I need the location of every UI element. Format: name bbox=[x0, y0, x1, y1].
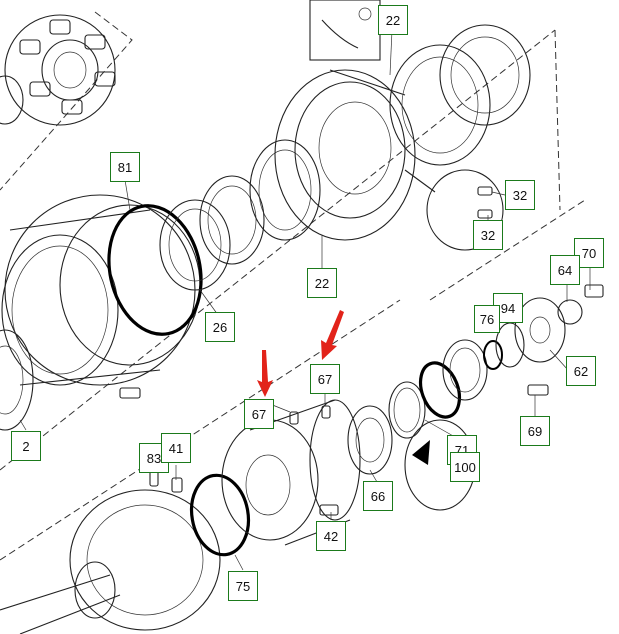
assembly-boundary-lines bbox=[0, 11, 586, 561]
snap-ring-detail bbox=[309, 0, 381, 61]
plug-70 bbox=[557, 284, 604, 325]
o-ring-black bbox=[418, 361, 462, 419]
part-label-41: 41 bbox=[161, 433, 191, 463]
bolt-detail bbox=[404, 169, 504, 251]
part-label-66: 66 bbox=[363, 481, 393, 511]
part-label-32-upper: 32 bbox=[505, 180, 535, 210]
bearing-rings bbox=[199, 139, 321, 265]
part-label-81: 81 bbox=[110, 152, 140, 182]
part-label-67-right: 67 bbox=[310, 364, 340, 394]
cover-62 bbox=[514, 297, 566, 363]
part-label-64: 64 bbox=[550, 255, 580, 285]
cover-plate bbox=[442, 339, 488, 401]
part-label-42: 42 bbox=[316, 521, 346, 551]
sun-gear-2 bbox=[0, 329, 34, 431]
planet-carrier-detail bbox=[0, 14, 116, 126]
seal-ring-26 bbox=[159, 199, 231, 291]
fasteners bbox=[119, 186, 549, 516]
part-label-26: 26 bbox=[205, 312, 235, 342]
snap-ring-71 bbox=[388, 381, 426, 439]
part-label-76: 76 bbox=[474, 305, 500, 333]
part-label-22-top: 22 bbox=[378, 5, 408, 35]
hub-22 bbox=[274, 69, 416, 241]
seal-76 bbox=[483, 322, 525, 370]
bearing-66 bbox=[347, 405, 393, 475]
part-label-32-lower: 32 bbox=[473, 220, 503, 250]
red-arrow-left bbox=[257, 350, 273, 397]
part-label-75: 75 bbox=[228, 571, 258, 601]
floating-seals bbox=[389, 24, 531, 166]
o-ring-81 bbox=[107, 204, 203, 336]
part-label-62: 62 bbox=[566, 356, 596, 386]
output-flange bbox=[0, 489, 221, 634]
part-label-2: 2 bbox=[11, 431, 41, 461]
part-label-67-left: 67 bbox=[244, 399, 274, 429]
part-label-100: 100 bbox=[450, 452, 480, 482]
o-ring-75 bbox=[189, 473, 251, 557]
part-label-69: 69 bbox=[520, 416, 550, 446]
red-arrow-right bbox=[321, 310, 344, 360]
motor-housing bbox=[221, 399, 361, 546]
part-label-22-lower: 22 bbox=[307, 268, 337, 298]
ring-gear-housing bbox=[1, 194, 201, 386]
